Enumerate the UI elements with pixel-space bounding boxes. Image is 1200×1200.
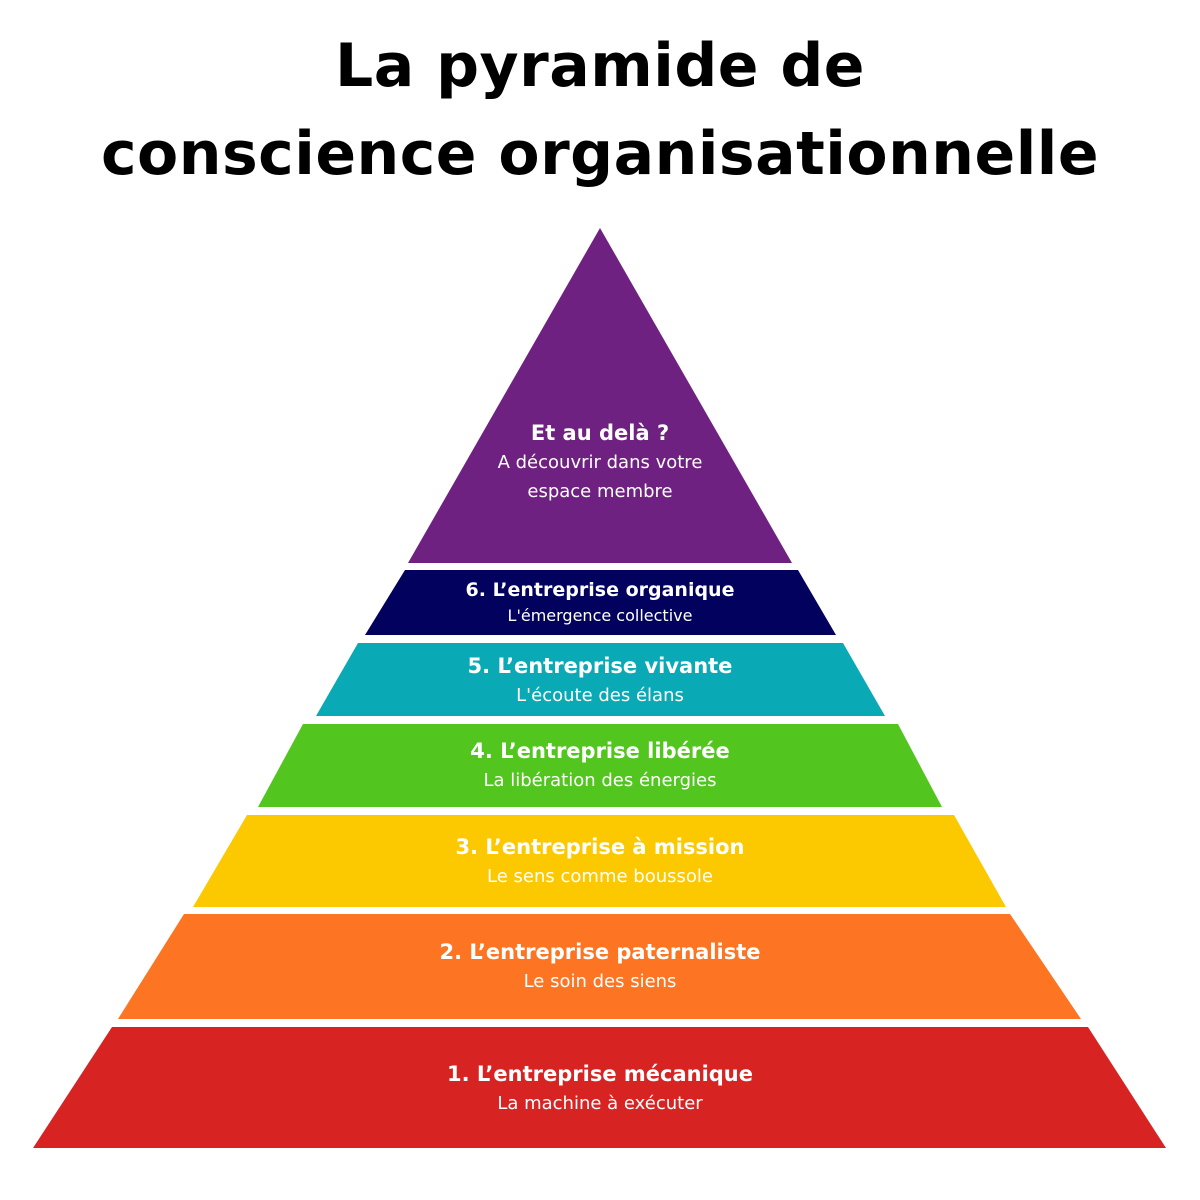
- level-title: 2. L’entreprise paternaliste: [439, 940, 761, 964]
- level-6-label: 6. L’entreprise organique L'émergence co…: [0, 577, 1200, 628]
- pyramid-apex: [408, 228, 792, 563]
- level-title: 5. L’entreprise vivante: [467, 654, 733, 678]
- level-subtitle: L'émergence collective: [507, 606, 693, 625]
- level-title: 6. L’entreprise organique: [465, 579, 735, 601]
- level-2-label: 2. L’entreprise paternaliste Le soin des…: [0, 937, 1200, 996]
- level-subtitle: La machine à exécuter: [497, 1093, 703, 1114]
- pyramid-level-1: [33, 1027, 1166, 1148]
- level-subtitle: Le sens comme boussole: [487, 866, 713, 887]
- title-line-2: conscience organisationnelle: [100, 119, 1100, 189]
- pyramid-level-3: [193, 815, 1006, 907]
- level-5-label: 5. L’entreprise vivante L'écoute des éla…: [0, 651, 1200, 710]
- apex-label: Et au delà ? A découvrir dans votre espa…: [0, 418, 1200, 506]
- apex-title: Et au delà ?: [530, 421, 670, 445]
- level-1-label: 1. L’entreprise mécanique La machine à e…: [0, 1059, 1200, 1118]
- apex-subtitle-1: A découvrir dans votre: [497, 452, 703, 473]
- level-title: 4. L’entreprise libérée: [470, 739, 730, 763]
- title-line-1: La pyramide de: [334, 31, 865, 101]
- level-3-label: 3. L’entreprise à mission Le sens comme …: [0, 832, 1200, 891]
- pyramid-level-4: [258, 724, 942, 807]
- level-subtitle: La libération des énergies: [483, 770, 717, 791]
- level-subtitle: Le soin des siens: [523, 971, 677, 992]
- pyramid-level-6: [365, 570, 836, 635]
- level-title: 3. L’entreprise à mission: [455, 835, 745, 859]
- page-title: La pyramide de conscience organisationnel…: [0, 22, 1200, 198]
- level-title: 1. L’entreprise mécanique: [446, 1062, 754, 1086]
- level-subtitle: L'écoute des élans: [516, 685, 684, 706]
- level-4-label: 4. L’entreprise libérée La libération de…: [0, 736, 1200, 795]
- pyramid-level-2: [118, 914, 1081, 1019]
- apex-subtitle-2: espace membre: [527, 481, 673, 502]
- pyramid-level-5: [316, 643, 885, 716]
